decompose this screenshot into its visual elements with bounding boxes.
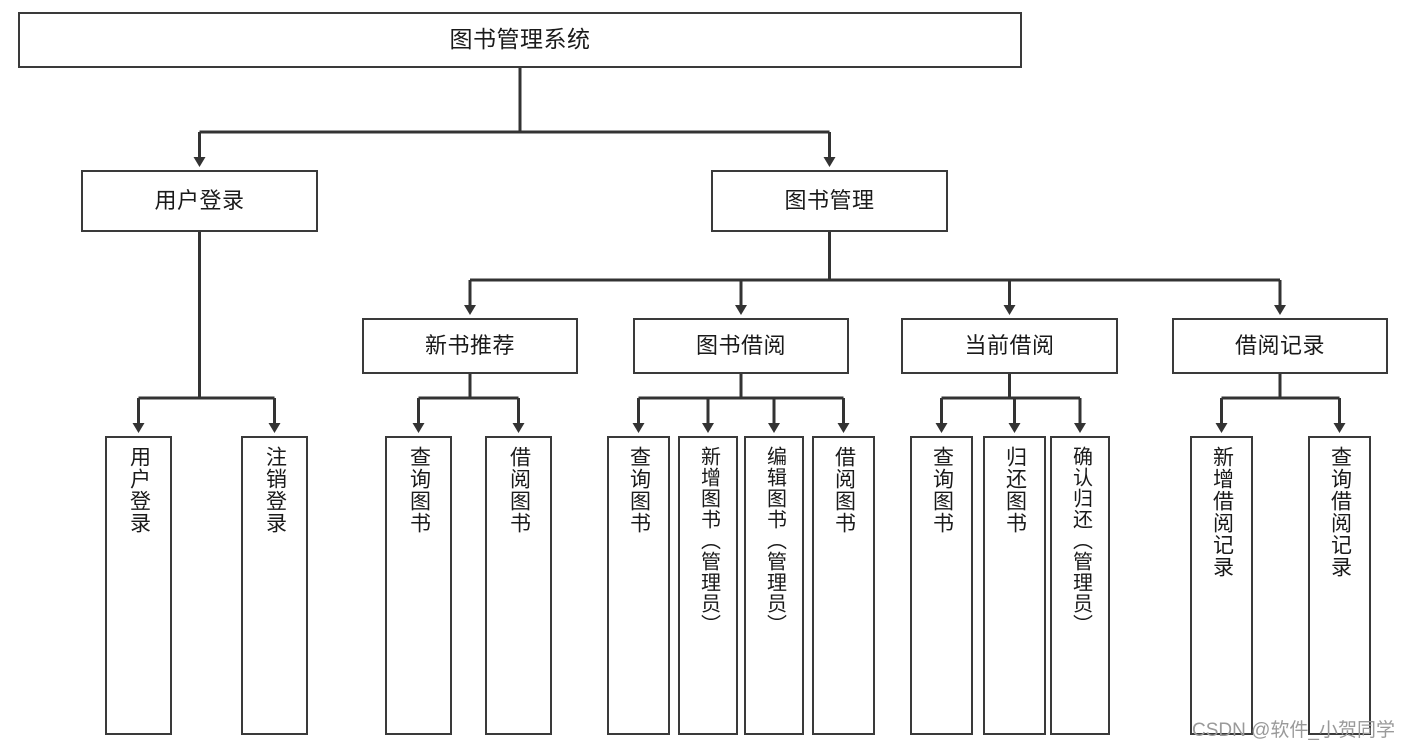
node-label: 注销登录 (263, 446, 287, 534)
node-book-borrow[interactable]: 图书借阅 (633, 318, 849, 374)
node-leaf-return-book[interactable]: 归还图书 (983, 436, 1046, 735)
node-label: 查询借阅记录 (1328, 446, 1352, 578)
node-label: 图书管理 (784, 188, 875, 214)
node-label: 用户登录 (154, 188, 245, 214)
node-label: 借阅记录 (1234, 333, 1325, 359)
node-label: 图书管理系统 (449, 26, 591, 53)
node-new-book-recommend[interactable]: 新书推荐 (362, 318, 578, 374)
node-leaf-confirm-return-admin[interactable]: 确认归还（管理员） (1050, 436, 1110, 735)
node-label: 归还图书 (1003, 446, 1027, 534)
node-label: 新书推荐 (424, 333, 515, 359)
node-leaf-query-book-1[interactable]: 查询图书 (385, 436, 452, 735)
node-leaf-add-book-admin[interactable]: 新增图书（管理员） (678, 436, 738, 735)
node-label: 确认归还（管理员） (1069, 446, 1092, 635)
node-label: 当前借阅 (964, 333, 1055, 359)
node-label: 查询图书 (627, 446, 651, 534)
node-leaf-query-book-2[interactable]: 查询图书 (607, 436, 670, 735)
node-leaf-borrow-book-2[interactable]: 借阅图书 (812, 436, 875, 735)
node-label: 查询图书 (407, 446, 431, 534)
watermark: CSDN @软件_小贺同学 (1192, 720, 1395, 741)
node-leaf-query-borrow-record[interactable]: 查询借阅记录 (1308, 436, 1371, 735)
node-label: 新增借阅记录 (1210, 446, 1234, 578)
node-label: 新增图书（管理员） (697, 446, 720, 635)
node-label: 编辑图书（管理员） (763, 446, 786, 635)
node-label: 图书借阅 (695, 333, 786, 359)
node-leaf-add-borrow-record[interactable]: 新增借阅记录 (1190, 436, 1253, 735)
node-label: 查询图书 (930, 446, 954, 534)
node-leaf-query-book-3[interactable]: 查询图书 (910, 436, 973, 735)
node-leaf-logout-login[interactable]: 注销登录 (241, 436, 308, 735)
node-current-borrow[interactable]: 当前借阅 (901, 318, 1118, 374)
node-leaf-user-login[interactable]: 用户登录 (105, 436, 172, 735)
node-leaf-borrow-book-1[interactable]: 借阅图书 (485, 436, 552, 735)
node-leaf-edit-book-admin[interactable]: 编辑图书（管理员） (744, 436, 804, 735)
node-book-manage[interactable]: 图书管理 (711, 170, 948, 232)
node-root[interactable]: 图书管理系统 (18, 12, 1022, 68)
node-label: 借阅图书 (832, 446, 856, 534)
node-user-login[interactable]: 用户登录 (81, 170, 318, 232)
node-label: 借阅图书 (507, 446, 531, 534)
node-borrow-record[interactable]: 借阅记录 (1172, 318, 1388, 374)
node-label: 用户登录 (127, 446, 151, 534)
